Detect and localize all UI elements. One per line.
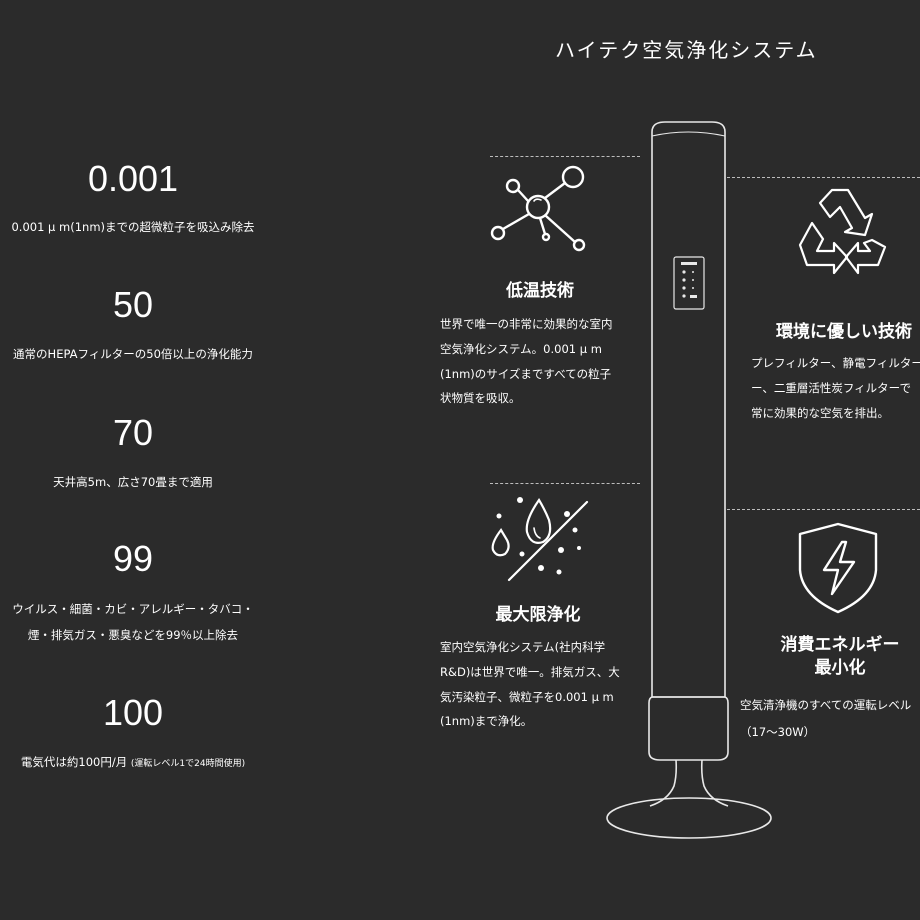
feature-line: 空気清浄機のすべての運転レベル: [740, 698, 912, 712]
feature-line: 室内空気浄化システム(社内科学: [440, 640, 606, 654]
feature-line: 空気浄化システム。0.001 μ m: [440, 342, 602, 356]
feature-line: 常に効果的な空気を排出。: [751, 406, 889, 420]
stat-value: 50: [112, 284, 154, 325]
feature-line: プレフィルター、静電フィルター: [751, 356, 920, 370]
feature-line: (1nm)まで浄化。: [440, 714, 533, 728]
feature-title-low-temp: 低温技術: [506, 281, 574, 301]
stat-desc: ウイルス・細菌・カビ・アレルギー・タバコ・: [12, 602, 254, 616]
stat-desc: 煙・排気ガス・悪臭などを99％以上除去: [27, 628, 239, 642]
feature-line: 世界で唯一の非常に効果的な室内: [440, 317, 613, 331]
stat-value: 0.001: [87, 158, 179, 199]
feature-line: R&D)は世界で唯一。排気ガス、大: [440, 665, 620, 679]
feature-title-eco: 環境に優しい技術: [776, 322, 912, 342]
feature-title-line: 最小化: [814, 658, 866, 678]
stat-desc-note: (運転レベル1で24時間使用): [130, 759, 246, 769]
stat-desc: 電気代は約100円/月 (運転レベル1で24時間使用): [0, 749, 266, 777]
stat-desc: 天井高5m、広さ70畳まで適用: [53, 475, 213, 489]
leader-line: [727, 177, 920, 178]
feature-line: (1nm)のサイズまですべての粒子: [440, 367, 612, 381]
feature-line: 気汚染粒子、微粒子を0.001 μ m: [440, 690, 614, 704]
feature-title-line: 消費エネルギー: [780, 635, 900, 655]
control-panel: [673, 256, 705, 310]
feature-line: （17～30W）: [740, 725, 816, 739]
page-title: ハイテク空気浄化システム: [555, 38, 818, 62]
leader-line: [490, 483, 640, 484]
stat-desc-main: 電気代は約100円/月: [20, 755, 128, 769]
stat-value: 99: [112, 538, 154, 579]
feature-title-max-purify: 最大限浄化: [495, 605, 581, 625]
feature-title-energy: 消費エネルギー 最小化: [770, 634, 910, 680]
stat-value: 70: [112, 412, 154, 453]
leader-line: [727, 509, 920, 510]
leader-line: [490, 156, 640, 157]
recycle-icon: [798, 188, 887, 275]
stat-desc: 通常のHEPAフィルターの50倍以上の浄化能力: [13, 347, 253, 361]
feature-line: ー、二重層活性炭フィルターで: [751, 381, 911, 395]
stat-desc: 0.001 μ m(1nm)までの超微粒子を吸込み除去: [11, 220, 255, 234]
feature-line: 状物質を吸収。: [440, 391, 521, 405]
molecule-icon: [490, 165, 586, 252]
shield-bolt-icon: [798, 522, 878, 614]
drops-icon: [491, 497, 589, 582]
stat-value: 100: [102, 692, 164, 733]
